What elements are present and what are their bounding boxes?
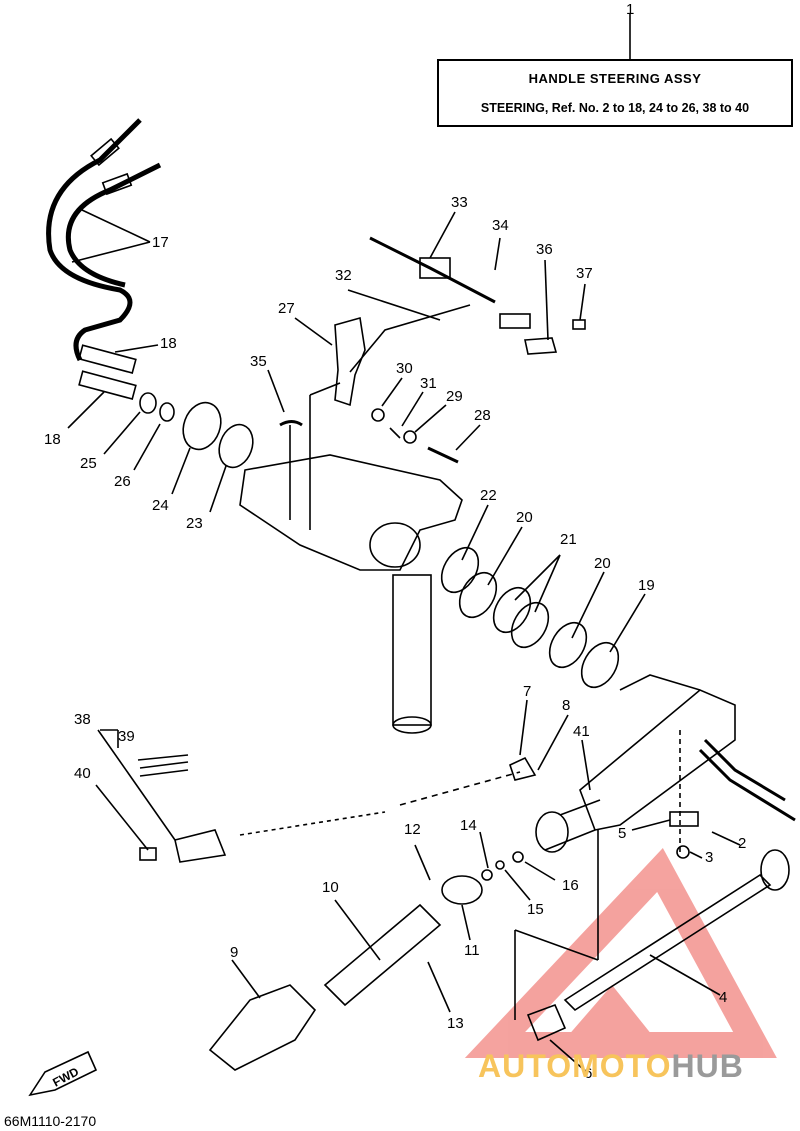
part-number: 26 <box>114 473 131 490</box>
part-number: 9 <box>230 944 239 961</box>
part-number: 6 <box>584 1065 593 1082</box>
part-number: 16 <box>562 877 579 894</box>
assembly-subtitle: STEERING, Ref. No. 2 to 18, 24 to 26, 38… <box>480 101 750 115</box>
diagram-code: 66M1110-2170 <box>4 1113 97 1129</box>
part-number: 11 <box>464 942 480 959</box>
part-number: 8 <box>562 697 571 714</box>
part-number: 4 <box>719 989 728 1006</box>
part-number: 29 <box>446 388 463 405</box>
part-number: 10 <box>322 879 339 896</box>
part-number: 32 <box>335 267 352 284</box>
part-number: 20 <box>594 555 611 572</box>
part-number: 27 <box>278 300 295 317</box>
part-number: 13 <box>447 1015 464 1032</box>
part-number: 23 <box>186 515 203 532</box>
part-number: 18 <box>160 335 177 352</box>
part-number: 41 <box>573 723 590 740</box>
part-number: 14 <box>460 817 477 834</box>
part-number: 5 <box>618 825 627 842</box>
part-number: 15 <box>527 901 544 918</box>
part-number: 37 <box>576 265 593 282</box>
part-number: 1 <box>626 1 635 18</box>
part-number: 28 <box>474 407 491 424</box>
part-number: 33 <box>451 194 468 211</box>
watermark-text: AUTOMOTOHUB <box>478 1048 744 1085</box>
part-number: 3 <box>705 849 714 866</box>
part-number: 39 <box>118 728 135 745</box>
part-number: 34 <box>492 217 509 234</box>
part-number: 35 <box>250 353 267 370</box>
part-number: 36 <box>536 241 553 258</box>
part-number: 31 <box>420 375 437 392</box>
assembly-title: HANDLE STEERING ASSY <box>528 71 702 86</box>
part-number: 38 <box>74 711 91 728</box>
part-number: 24 <box>152 497 169 514</box>
watermark-part: HUB <box>671 1048 744 1084</box>
part-number: 25 <box>80 455 97 472</box>
part-number: 21 <box>560 531 577 548</box>
part-number: 22 <box>480 487 497 504</box>
watermark-part: MOTO <box>572 1048 672 1084</box>
part-number: 40 <box>74 765 91 782</box>
part-number: 12 <box>404 821 421 838</box>
watermark-logo <box>464 848 777 1058</box>
part-number: 7 <box>523 683 532 700</box>
part-number: 17 <box>152 234 169 251</box>
part-number: 30 <box>396 360 413 377</box>
part-number: 19 <box>638 577 655 594</box>
title-box: HANDLE STEERING ASSY STEERING, Ref. No. … <box>437 59 793 127</box>
part-number: 20 <box>516 509 533 526</box>
part-number: 18 <box>44 431 61 448</box>
watermark-part: AUTO <box>478 1048 573 1084</box>
part-number: 2 <box>738 835 747 852</box>
